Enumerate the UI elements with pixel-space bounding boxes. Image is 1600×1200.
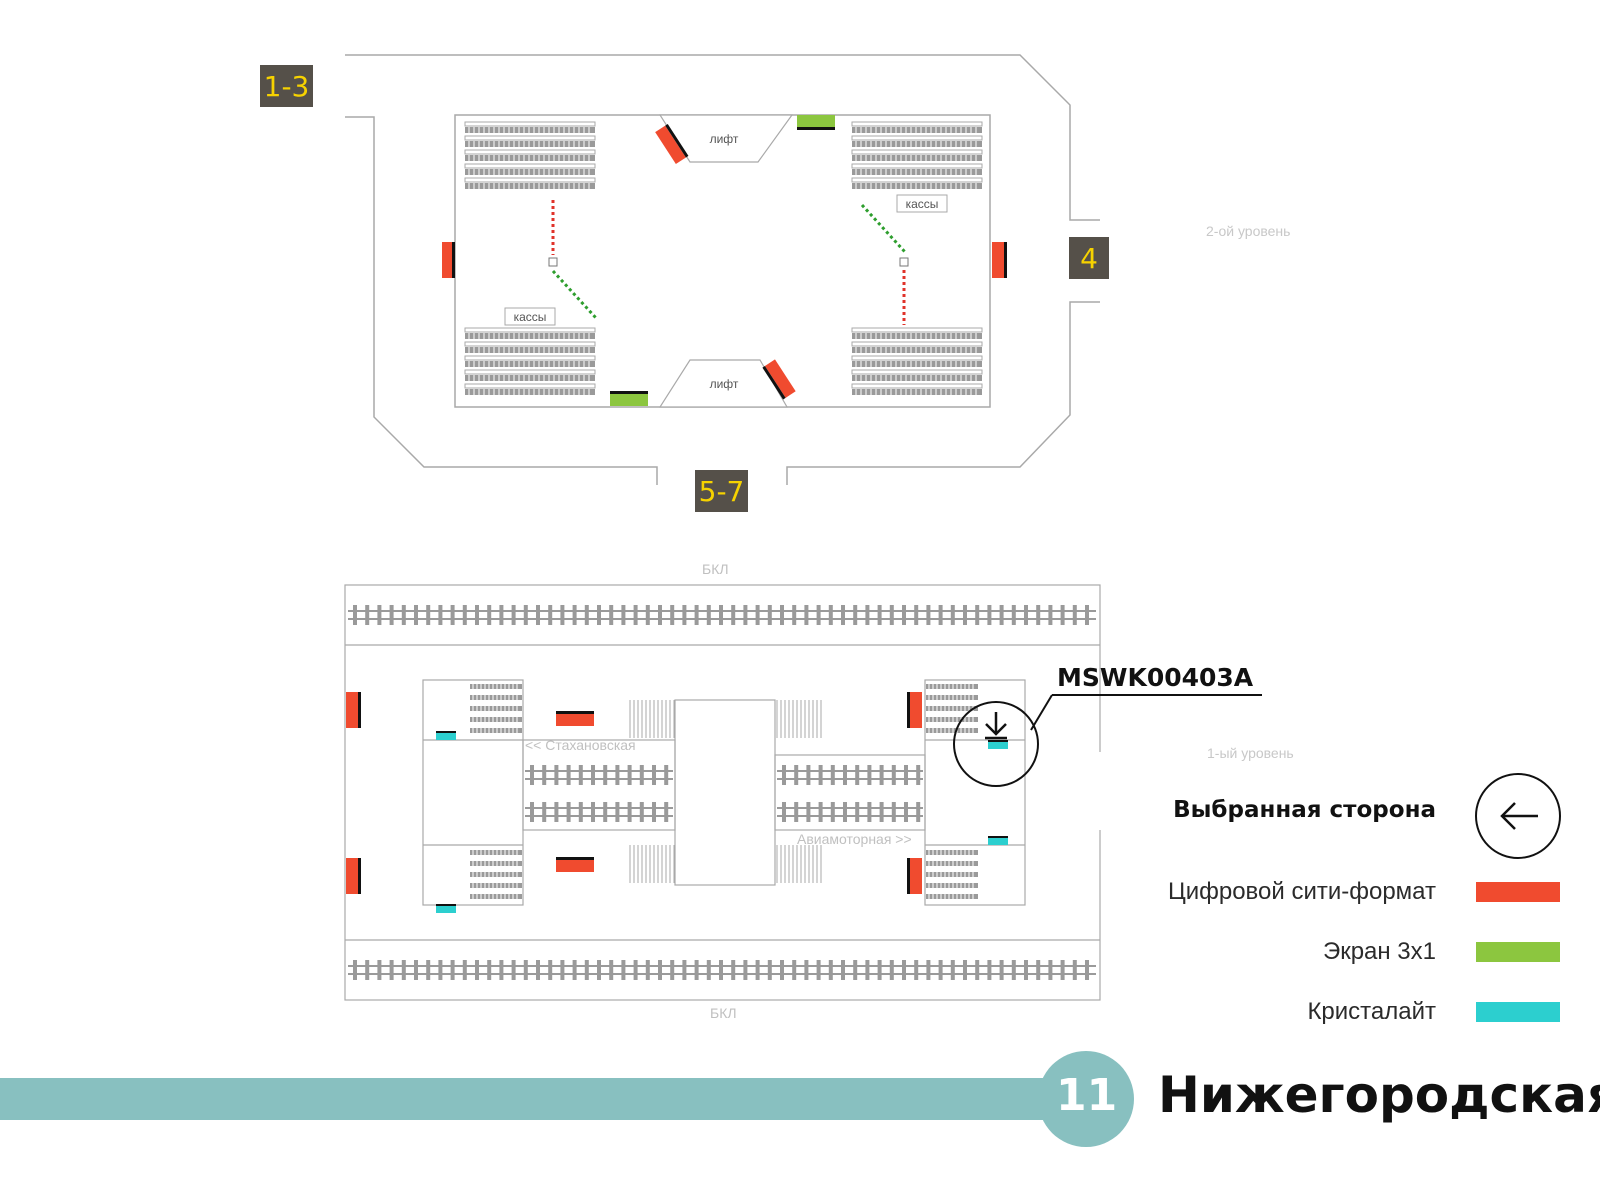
level-1-label: 1-ый уровень [1207, 745, 1294, 761]
turnstile-node-left [548, 257, 558, 267]
escalator-upper-top-left [464, 121, 596, 189]
track-label-top: БКЛ [702, 561, 729, 577]
escalator-upper-bottom-left [464, 327, 596, 395]
city-format-platform-right-bottom [907, 858, 922, 894]
lower-level [344, 584, 1101, 1001]
kassy-label-right: кассы [906, 197, 939, 211]
track-center-right-1 [777, 765, 923, 785]
track-center-right-2 [777, 802, 923, 822]
station-name: Нижегородская [1158, 1066, 1600, 1124]
turnstile-green-right [860, 203, 907, 254]
code-leader-line [1030, 694, 1053, 731]
legend-label-screen: Экран 3х1 [1322, 938, 1436, 965]
city-format-platform-left-bottom [346, 858, 361, 894]
upper-ad-panels [442, 115, 1007, 406]
stairs-center-left-top [629, 700, 675, 738]
escalator-upper-bottom-right [851, 327, 983, 395]
track-center-left-2 [525, 802, 673, 822]
city-format-lift-top [655, 124, 689, 165]
stairs-center-left-bottom [629, 845, 675, 883]
right-hall [924, 679, 1026, 906]
legend-selected-side: Выбранная сторона [1173, 797, 1436, 823]
city-format-lift-bottom [762, 359, 796, 400]
lower-ad-panels [346, 692, 1008, 913]
turnstiles [548, 200, 909, 325]
lift-top-label: лифт [710, 132, 739, 146]
lower-escalators [470, 684, 978, 899]
lift-bottom-label: лифт [710, 377, 739, 391]
upper-escalators [464, 121, 983, 395]
escalator-lower-right-top [926, 684, 978, 733]
city-format-platform-right-top [907, 692, 922, 728]
kassy-label-left: кассы [514, 310, 547, 324]
escalator-lower-left-bottom [470, 850, 522, 899]
legend-swatch-screen [1476, 942, 1560, 962]
escalator-upper-top-right [851, 121, 983, 189]
escalator-lower-left-top [470, 684, 522, 733]
line-band [0, 1078, 1050, 1120]
vestibule-outline-top [345, 54, 1100, 221]
track-center-left-1 [525, 765, 673, 785]
track-label-bottom: БКЛ [710, 1005, 737, 1021]
center-hall [674, 699, 776, 886]
kassy-box-left [504, 307, 556, 326]
stairs-center-right-top [776, 700, 822, 738]
crystalite-left-bottom [436, 904, 456, 913]
arrow-down-circle-icon [953, 701, 1039, 787]
center-passage [522, 739, 676, 831]
legend-swatch-crystalite [1476, 1002, 1560, 1022]
city-format-center-bottom [556, 857, 594, 872]
crystalite-right-bottom [988, 836, 1008, 845]
escalator-lower-right-bottom [926, 850, 978, 899]
tracks [348, 605, 1096, 980]
turnstile-green-left [551, 269, 598, 320]
lifts [658, 114, 794, 408]
stairs-center-right-bottom [776, 845, 822, 883]
direction-left: << Стахановская [525, 737, 636, 753]
vestibule-outline-right [786, 301, 1100, 485]
track-top [348, 605, 1096, 625]
panel-code: MSWK00403A [1057, 663, 1254, 692]
crystalite-left-top [436, 731, 456, 740]
line-circle [1038, 1051, 1134, 1147]
city-format-center-top [556, 711, 594, 726]
direction-right: Авиамоторная >> [797, 831, 912, 847]
legend-swatch-city-format [1476, 882, 1560, 902]
crystalite-selected [988, 740, 1008, 749]
exit-badge-4: 4 [1069, 237, 1109, 279]
platform-frame [344, 584, 1101, 1001]
track-bottom [348, 960, 1096, 980]
turnstile-node-right [899, 257, 909, 267]
arrow-left-circle-icon [1475, 773, 1561, 859]
exit-badge-5-7: 5-7 [695, 470, 748, 512]
level-2-label: 2-ой уровень [1206, 223, 1291, 239]
screen-3x1-top [797, 115, 835, 130]
city-format-upper-right [992, 242, 1007, 278]
exit-badge-1-3: 1-3 [260, 65, 313, 107]
lift-bottom [658, 359, 789, 408]
left-hall [422, 679, 524, 906]
line-number: 11 [1056, 1070, 1118, 1121]
city-format-platform-left-top [346, 692, 361, 728]
kassy-box-right [896, 194, 948, 213]
screen-3x1-bottom [610, 391, 648, 406]
city-format-upper-left [442, 242, 455, 278]
legend-label-city-format: Цифровой сити-формат [1167, 878, 1436, 905]
vestibule-outline-left [345, 116, 658, 485]
position-marker [953, 694, 1262, 787]
legend-label-crystalite: Кристалайт [1307, 998, 1436, 1025]
center-passage-right [774, 754, 926, 831]
